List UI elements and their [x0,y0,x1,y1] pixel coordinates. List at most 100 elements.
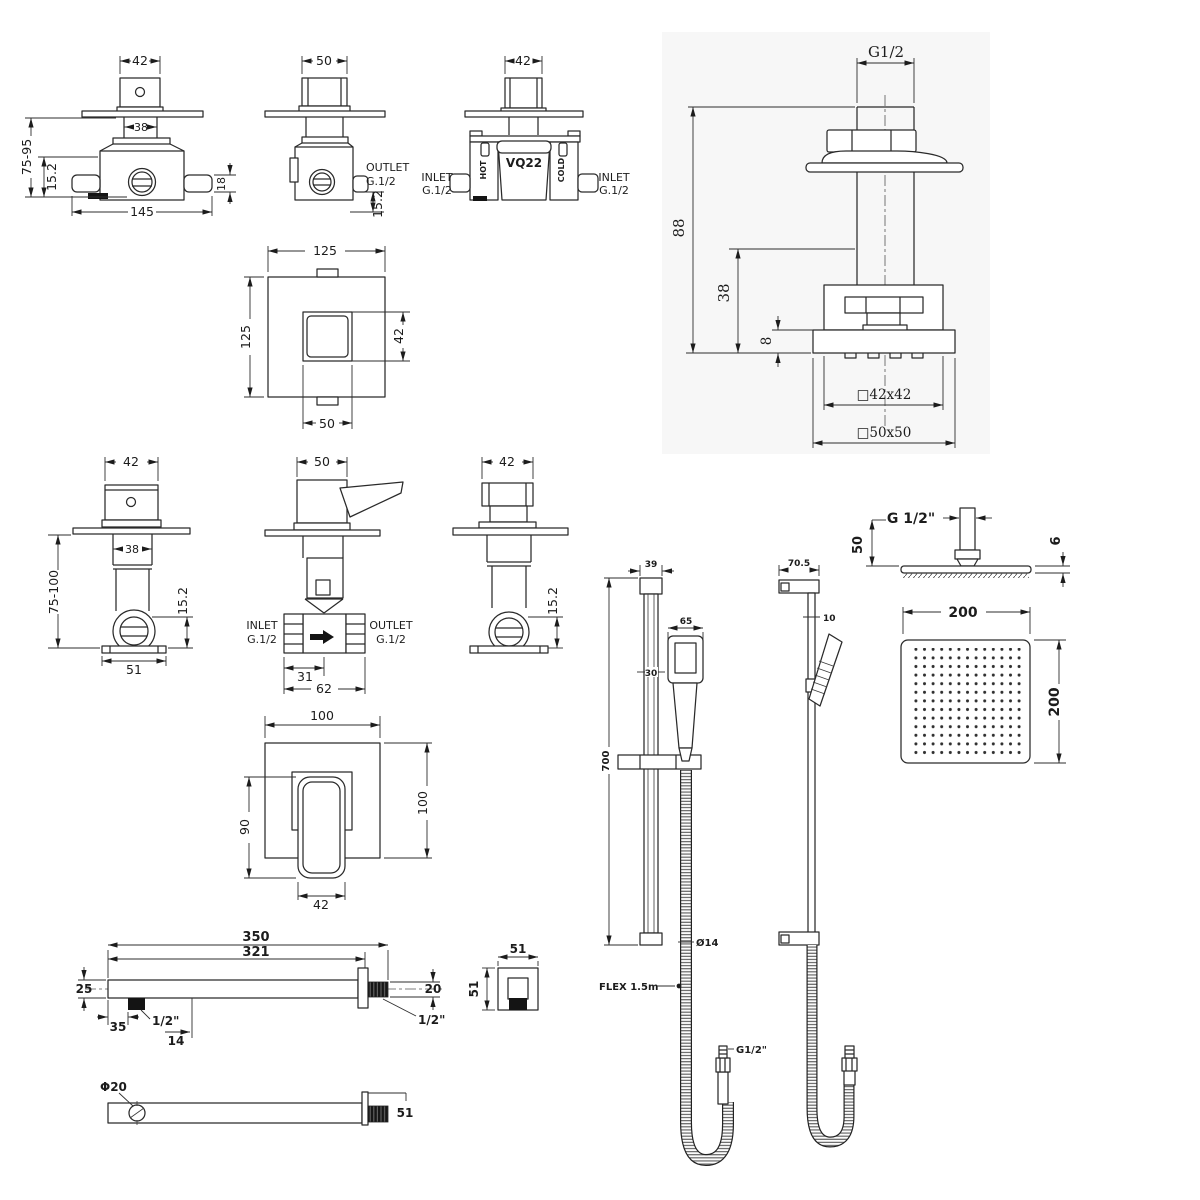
connector-pipe [959,507,976,551]
dim-90: 90 [237,819,252,835]
right-port [183,174,213,193]
dim-39: 39 [645,560,658,570]
thread-label: G 1/2" [887,511,935,527]
dim-25: 25 [76,982,93,996]
model-label: VQ22 [506,156,542,170]
inlet-left-label: INLET [421,171,453,184]
hose-side-pipe [843,1069,856,1086]
square-flange-drawing: 51 51 [467,942,539,1011]
top-bracket [639,577,663,595]
flex-label: FLEX 1.5m [599,982,658,993]
dia-label: Φ20 [100,1080,127,1094]
lock-nut [826,129,917,153]
dim-42: 42 [499,454,515,469]
slide-rail-front-drawing: 39 30 700 65 G1/2" Ø14 FLEX 1.5m [599,560,767,1167]
dim-50-bottom: 50 [319,416,335,431]
handset-side [808,633,843,707]
dim-50: 50 [316,53,332,68]
dim-35: 35 [110,1020,127,1034]
dim-100-w: 100 [310,708,334,723]
end-flange [361,1091,369,1126]
dim-51: 51 [126,662,142,677]
inlet-right-thread: G.1/2 [599,184,629,197]
base-plate [101,645,167,654]
hot-label: HOT [479,160,488,179]
dim-62: 62 [316,681,332,696]
ceiling-plate [805,162,964,173]
outlet-label: OUTLET [366,161,410,174]
inlet-left-thread: G.1/2 [422,184,452,197]
dim-6: 6 [1049,536,1064,545]
dim-18: 18 [215,177,228,191]
nozzle-dots [909,648,1022,755]
dim-100-h: 100 [415,791,430,815]
ceiling-arm-drawing: G1/2 88 38 8 □42x42 □50x50 [670,43,964,448]
wall-plate [264,110,386,118]
dim-15-2: 15.2 [175,587,190,615]
dim-350: 350 [242,930,269,945]
inlet-thread: G.1/2 [247,633,277,646]
inlet-thread-block [128,998,145,1010]
hose-dia-label: Ø14 [696,937,718,949]
dim-38: 38 [134,121,148,134]
arm-tube [107,979,359,999]
dim-125-w: 125 [313,243,337,258]
outlet-thread: G.1/2 [366,175,396,188]
valve-body [99,150,185,201]
inlet-port-left [449,173,471,193]
arm-thread [367,981,389,998]
head-side-view [900,565,1032,574]
rail-bar-side [807,592,816,934]
hose-end-pipe [717,1071,729,1105]
valve-b-drawing: 50 OUTLET G.1/2 15.2 [264,53,410,218]
dim-14: 14 [168,1034,185,1048]
lever-handle [339,481,404,518]
dim-51-w: 51 [510,942,527,956]
hose-side-thread [844,1045,855,1059]
dim-145: 145 [130,204,154,219]
label-gap [645,667,658,677]
rail-end-cap [639,932,663,946]
valve-a-drawing: 42 38 15.2 75-95 18 145 [19,53,236,219]
dim-10: 10 [823,614,836,624]
hose-nut [715,1057,731,1073]
square-plate [812,329,956,354]
valve-d-drawing: 42 38 75-100 15.2 51 [46,454,193,677]
wall-plate [264,529,381,537]
handle-body [296,479,348,524]
arm-tube [107,1102,363,1124]
thread-left-label: 1/2" [152,1014,179,1028]
wall-plate [81,110,204,118]
hose-side-nut [841,1057,858,1072]
end-thread [367,1105,389,1123]
dim-50: 50 [314,454,330,469]
dim-38: 38 [715,283,733,302]
dim-30: 30 [645,669,658,679]
inlet-right-label: INLET [598,171,630,184]
dim-g12: G1/2 [868,43,904,61]
dim-50x50: □50x50 [857,425,912,441]
dim-8: 8 [759,337,775,346]
wall-plate [72,527,191,535]
cold-label: COLD [557,157,566,182]
handle-screw [134,86,146,98]
outlet-label: OUTLET [369,619,413,632]
dim-42-handle: 42 [313,897,329,912]
handset-tip [678,747,693,762]
dim-20: 20 [425,982,442,996]
dim-42: 42 [123,454,139,469]
valve-c-drawing: 42 VQ22 HOT COLD INLET G.1/2 INLET G.1/2 [421,53,630,201]
straight-arm-drawing: Φ20 51 [100,1080,413,1126]
dim-70-5: 70.5 [788,559,810,569]
dim-700: 700 [601,751,612,772]
dim-15-2: 15.2 [44,163,59,191]
valve-e-drawing: 50 INLET G.1/2 OUTLET G.1/2 31 62 [246,454,413,696]
head-hatch [903,573,1029,578]
inlet-port-right [577,173,599,193]
wall-plate [464,110,584,118]
dim-200-h: 200 [1047,687,1063,716]
dim-75-100: 75-100 [46,570,61,614]
outlet-thread: G.1/2 [376,633,406,646]
